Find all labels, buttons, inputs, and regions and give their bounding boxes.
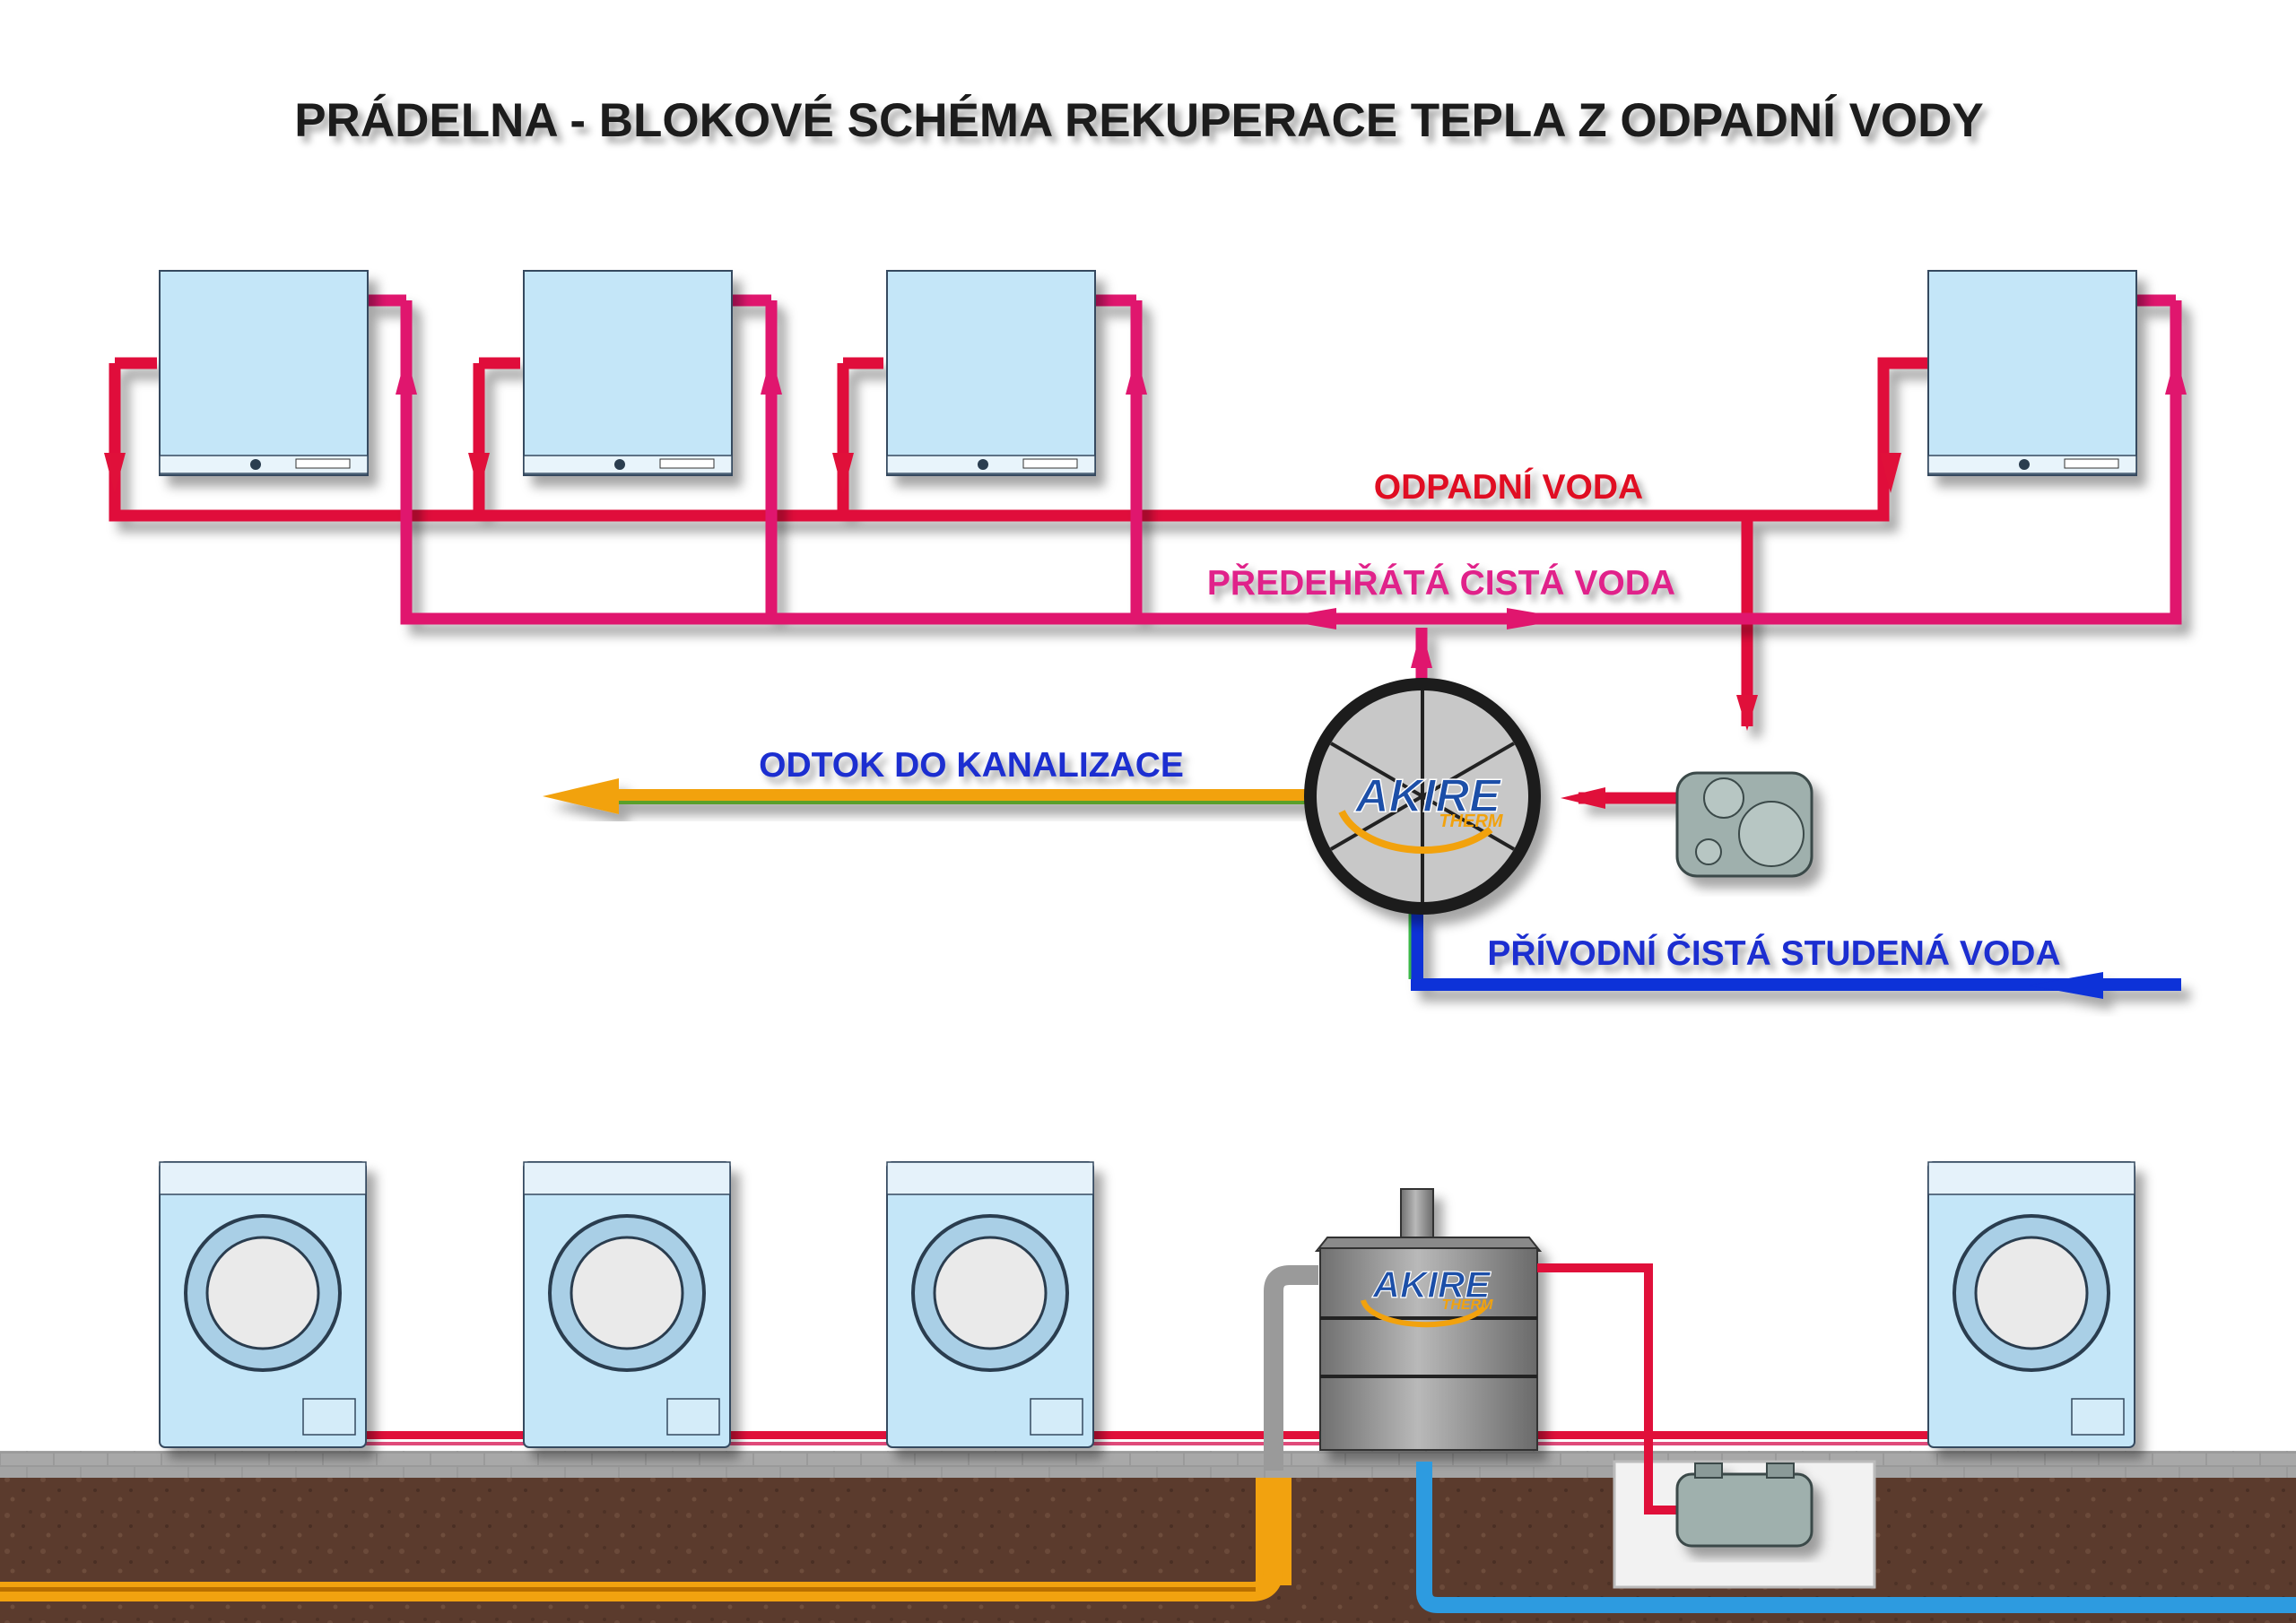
- cold-supply-pipe: [1408, 913, 2181, 999]
- page-title: PRÁDELNA - BLOKOVÉ SCHÉMA REKUPERACE TEP…: [294, 93, 1984, 147]
- dryer-unit: [886, 270, 1096, 476]
- akire-logo-tank: AKIRE: [1372, 1263, 1492, 1306]
- dryer-unit: [523, 270, 733, 476]
- preheated-water-label: PŘEDEHŘÁTÁ ČISTÁ VODA: [1207, 562, 1675, 603]
- washing-machine: [523, 1161, 731, 1448]
- waste-water-label: ODPADNÍ VODA: [1374, 467, 1643, 507]
- recuperation-tank: AKIRE THERM: [1314, 1188, 1543, 1451]
- washer-waste-pipe: [260, 1431, 1946, 1445]
- flow-arrows: [104, 354, 2187, 809]
- akire-logo-tank-sub: THERM: [1442, 1298, 1494, 1313]
- washing-machine: [1927, 1161, 2135, 1448]
- dryer-unit: [159, 270, 369, 476]
- sewer-pipe-underground: [0, 1478, 1292, 1601]
- washing-machine: [159, 1161, 367, 1448]
- tank-to-filter-pipe: [1537, 1263, 1677, 1515]
- dryer-unit: [1927, 270, 2137, 476]
- akire-logo-sub: THERM: [1439, 812, 1503, 831]
- heat-exchanger: AKIRE THERM: [1304, 678, 1541, 915]
- filter-unit: [1675, 771, 1813, 878]
- cold-pipe-underground: [1416, 1462, 2296, 1613]
- sewer-outflow-label: ODTOK DO KANALIZACE: [759, 746, 1184, 785]
- washing-machine: [886, 1161, 1094, 1448]
- pit-filter-unit: [1675, 1462, 1813, 1548]
- akire-logo: AKIRE: [1353, 770, 1501, 822]
- sewer-outflow-pipe: [543, 778, 1309, 814]
- tank-inlet-pipe: [1264, 1265, 1318, 1471]
- cold-supply-label: PŘÍVODNÍ ČISTÁ STUDENÁ VODA: [1487, 933, 2060, 973]
